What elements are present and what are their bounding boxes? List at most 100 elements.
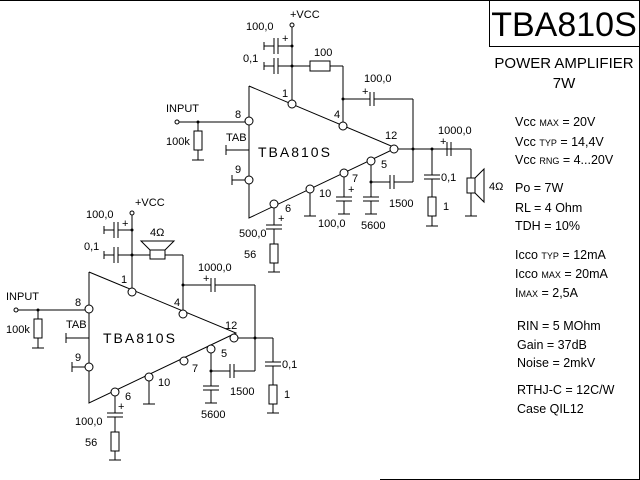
- pin-5: [206, 344, 216, 354]
- svg-text:100k: 100k: [6, 324, 30, 336]
- pin-5: [366, 156, 376, 166]
- spec-list: Vcc MAX = 20V Vcc TYP = 14,4V Vcc RNG = …: [515, 115, 615, 416]
- speaker-icon: [149, 249, 166, 260]
- svg-text:10: 10: [319, 188, 331, 200]
- svg-text:1500: 1500: [230, 386, 254, 398]
- svg-text:6: 6: [125, 391, 131, 403]
- resistor: [269, 243, 279, 264]
- svg-text:0,1: 0,1: [441, 172, 456, 184]
- svg-text:0,1: 0,1: [282, 359, 297, 371]
- svg-text:8: 8: [235, 109, 241, 121]
- spec-vcc-typ: Vcc TYP = 14,4V: [515, 135, 604, 149]
- svg-text:100,0: 100,0: [86, 209, 114, 221]
- vcc-label: +VCC: [290, 9, 320, 21]
- spec-icco-typ: Icco TYP = 12mA: [515, 248, 607, 262]
- svg-text:500,0: 500,0: [239, 228, 267, 240]
- speaker-icon: [466, 177, 476, 194]
- input-label: INPUT: [166, 103, 199, 115]
- svg-text:100k: 100k: [166, 136, 190, 148]
- vcc-terminal: [289, 22, 295, 28]
- resistor: [309, 60, 331, 72]
- svg-text:12: 12: [385, 130, 397, 142]
- spec-icco-max: Icco MAX = 20mA: [515, 267, 609, 281]
- svg-text:TAB: TAB: [226, 132, 247, 144]
- cap-label: 100,0: [246, 21, 274, 33]
- svg-text:1000,0: 1000,0: [438, 125, 472, 137]
- part-number-title: TBA810S: [491, 6, 637, 44]
- svg-text:1500: 1500: [389, 198, 413, 210]
- pin-8: [84, 304, 94, 314]
- spec-imax: IMAX = 2,5A: [515, 286, 579, 300]
- svg-text:5600: 5600: [361, 220, 385, 232]
- svg-text:+: +: [282, 33, 288, 45]
- pin-6: [269, 199, 279, 209]
- resistor: [110, 431, 120, 452]
- spec-rthjc: RTHJ-C = 12C/W: [517, 383, 615, 397]
- svg-text:7: 7: [192, 363, 198, 375]
- svg-text:9: 9: [75, 352, 81, 364]
- svg-text:TAB: TAB: [66, 319, 87, 331]
- svg-text:5: 5: [381, 159, 387, 171]
- svg-text:6: 6: [285, 203, 291, 215]
- svg-text:1: 1: [443, 201, 449, 213]
- pin-7: [339, 168, 349, 178]
- svg-text:7: 7: [352, 173, 358, 185]
- cap-label: 0,1: [243, 53, 258, 65]
- svg-text:100,0: 100,0: [75, 416, 103, 428]
- svg-text:0,1: 0,1: [84, 241, 99, 253]
- resistor: [193, 130, 203, 151]
- svg-text:+: +: [348, 184, 354, 196]
- spec-po: Po = 7W: [515, 181, 564, 195]
- svg-text:100,0: 100,0: [318, 218, 346, 230]
- svg-text:8: 8: [75, 297, 81, 309]
- svg-text:4: 4: [334, 109, 340, 121]
- svg-text:1000,0: 1000,0: [198, 262, 232, 274]
- input-terminal: [13, 307, 19, 313]
- svg-text:+: +: [203, 273, 209, 285]
- svg-text:56: 56: [85, 437, 97, 449]
- pin-6: [110, 387, 120, 397]
- pin-12: [229, 333, 239, 343]
- pin-4: [338, 121, 348, 131]
- input-terminal: [174, 119, 180, 125]
- amp-triangle: [248, 85, 398, 219]
- svg-text:1: 1: [121, 274, 127, 286]
- svg-text:+: +: [122, 218, 128, 230]
- pin-1: [287, 99, 297, 109]
- vcc-terminal: [129, 210, 135, 216]
- cap-label: 100,0: [364, 73, 392, 85]
- svg-text:+: +: [278, 213, 284, 225]
- svg-text:5: 5: [221, 348, 227, 360]
- resistor: [33, 318, 43, 339]
- pin-4: [178, 309, 188, 319]
- vcc-label: +VCC: [135, 197, 165, 209]
- svg-text:1: 1: [282, 88, 288, 100]
- pin-1: [127, 287, 137, 297]
- pin-10: [305, 184, 315, 194]
- svg-text:5600: 5600: [201, 409, 225, 421]
- svg-text:56: 56: [244, 249, 256, 261]
- resistor: [268, 384, 278, 405]
- spec-vcc-max: Vcc MAX = 20V: [515, 115, 596, 129]
- resistor-label: 100: [314, 47, 332, 59]
- svg-text:9: 9: [235, 164, 241, 176]
- pin-7: [179, 356, 189, 366]
- chip-label: TBA810S: [258, 144, 332, 160]
- pin-9: [84, 362, 94, 372]
- spec-case: Case QIL12: [517, 402, 584, 416]
- pin-9: [244, 175, 254, 185]
- spec-tdh: TDH = 10%: [515, 219, 580, 233]
- resistor: [427, 196, 437, 217]
- svg-text:+: +: [118, 401, 124, 413]
- spec-vcc-rng: Vcc RNG = 4...20V: [515, 153, 614, 167]
- svg-text:+: +: [440, 136, 446, 148]
- svg-text:4: 4: [174, 297, 180, 309]
- input-label: INPUT: [6, 291, 39, 303]
- spec-gain: Gain = 37dB: [517, 338, 587, 352]
- svg-text:4Ω: 4Ω: [489, 181, 503, 193]
- svg-text:4Ω: 4Ω: [150, 227, 164, 239]
- spec-rl: RL = 4 Ohm: [515, 201, 582, 215]
- pin-12: [389, 144, 399, 154]
- circuit-top: TBA810S +VCC 100,0 + 0,1 100 1: [166, 9, 503, 273]
